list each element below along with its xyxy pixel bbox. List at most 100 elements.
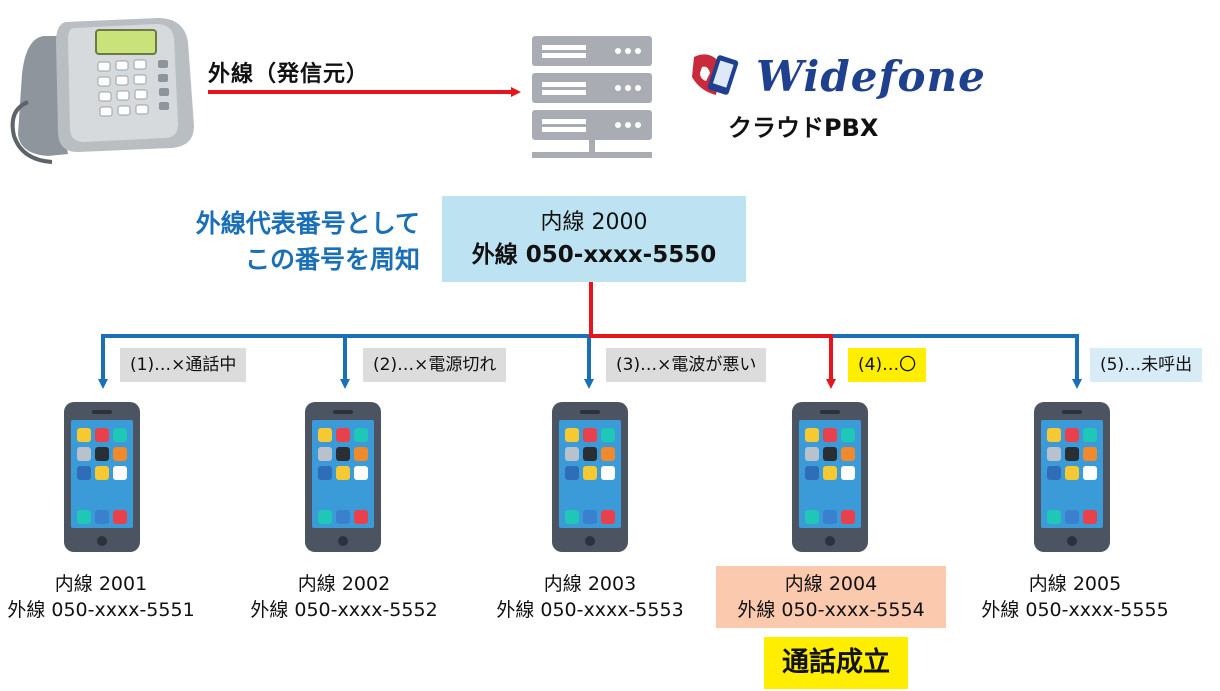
phone-extension: 内線 2002 bbox=[297, 573, 391, 595]
app-icon bbox=[77, 447, 91, 461]
call-established-badge: 通話成立 bbox=[764, 637, 908, 689]
success-path bbox=[589, 282, 836, 389]
brand-name: Widefone bbox=[756, 51, 986, 101]
app-icon bbox=[95, 466, 109, 480]
app-icon bbox=[336, 510, 350, 524]
app-icon bbox=[841, 447, 855, 461]
app-icon bbox=[1083, 510, 1097, 524]
phone-extension: 内線 2003 bbox=[543, 573, 637, 595]
main-number-box: 内線 2000 外線 050-xxxx-5550 bbox=[442, 196, 746, 282]
main-external: 外線 050-xxxx-5550 bbox=[471, 242, 717, 268]
app-icon bbox=[805, 428, 819, 442]
phone-extension: 内線 2001 bbox=[54, 573, 148, 595]
app-icon bbox=[113, 466, 127, 480]
app-icon bbox=[77, 428, 91, 442]
app-icon bbox=[318, 510, 332, 524]
app-icon bbox=[95, 447, 109, 461]
phone-external: 外線 050-xxxx-5553 bbox=[496, 599, 684, 621]
app-icon bbox=[354, 447, 368, 461]
app-icon bbox=[805, 447, 819, 461]
smartphone-icon bbox=[305, 402, 381, 552]
status-tag-2: (2)…×電源切れ bbox=[363, 348, 507, 382]
app-icon bbox=[336, 466, 350, 480]
app-icon bbox=[318, 447, 332, 461]
app-icon bbox=[1047, 447, 1061, 461]
status-tag-4: (4)…〇 bbox=[848, 348, 927, 382]
app-icon bbox=[95, 428, 109, 442]
app-icon bbox=[841, 510, 855, 524]
app-icon bbox=[1083, 428, 1097, 442]
app-icon bbox=[1083, 466, 1097, 480]
server-icon bbox=[532, 36, 652, 158]
app-icon bbox=[583, 428, 597, 442]
app-icon bbox=[1047, 466, 1061, 480]
status-tag-3: (3)…×電波が悪い bbox=[606, 348, 767, 382]
phone-label-3: 内線 2003 外線 050-xxxx-5553 bbox=[475, 566, 705, 628]
app-icon bbox=[1065, 447, 1079, 461]
app-icon bbox=[841, 466, 855, 480]
app-icon bbox=[565, 428, 579, 442]
app-icon bbox=[583, 466, 597, 480]
app-icon bbox=[823, 428, 837, 442]
app-icon bbox=[318, 466, 332, 480]
phone-external: 外線 050-xxxx-5555 bbox=[981, 599, 1169, 621]
smartphone-icon bbox=[792, 402, 868, 552]
main-extension: 内線 2000 bbox=[540, 210, 648, 235]
app-icon bbox=[318, 428, 332, 442]
app-icon bbox=[565, 466, 579, 480]
app-icon bbox=[77, 510, 91, 524]
app-icon bbox=[583, 447, 597, 461]
phone-external: 外線 050-xxxx-5552 bbox=[250, 599, 438, 621]
desk-phone-icon bbox=[10, 18, 194, 164]
app-icon bbox=[1065, 510, 1079, 524]
smartphone-icon bbox=[552, 402, 628, 552]
app-icon bbox=[601, 510, 615, 524]
app-icon bbox=[823, 466, 837, 480]
app-icon bbox=[823, 510, 837, 524]
app-icon bbox=[1065, 466, 1079, 480]
app-icon bbox=[1047, 428, 1061, 442]
app-icon bbox=[113, 447, 127, 461]
app-icon bbox=[354, 466, 368, 480]
app-icon bbox=[601, 466, 615, 480]
app-icon bbox=[565, 510, 579, 524]
phone-label-4: 内線 2004 外線 050-xxxx-5554 bbox=[716, 566, 946, 628]
phone-extension: 内線 2005 bbox=[1028, 573, 1122, 595]
inbound-label: 外線（発信元） bbox=[208, 62, 370, 87]
smartphone-icon bbox=[1034, 402, 1110, 552]
phone-external: 外線 050-xxxx-5554 bbox=[737, 599, 925, 621]
status-tag-5: (5)…未呼出 bbox=[1090, 348, 1203, 382]
app-icon bbox=[565, 447, 579, 461]
brand-logo: Widefone bbox=[690, 48, 986, 104]
app-icon bbox=[1047, 510, 1061, 524]
app-icon bbox=[601, 447, 615, 461]
notice-line-2: この番号を周知 bbox=[244, 245, 420, 274]
app-icon bbox=[336, 447, 350, 461]
app-icon bbox=[354, 428, 368, 442]
app-icon bbox=[113, 428, 127, 442]
app-icon bbox=[336, 428, 350, 442]
status-tag-1: (1)…×通話中 bbox=[120, 348, 247, 382]
pbx-subtitle: クラウドPBX bbox=[728, 114, 879, 142]
app-icon bbox=[583, 510, 597, 524]
phone-label-5: 内線 2005 外線 050-xxxx-5555 bbox=[960, 566, 1190, 628]
phone-extension: 内線 2004 bbox=[784, 573, 878, 595]
app-icon bbox=[354, 510, 368, 524]
app-icon bbox=[601, 428, 615, 442]
app-icon bbox=[1083, 447, 1097, 461]
app-icon bbox=[95, 510, 109, 524]
notice-line-1: 外線代表番号として bbox=[195, 209, 420, 238]
phone-label-1: 内線 2001 外線 050-xxxx-5551 bbox=[0, 566, 216, 628]
app-icon bbox=[805, 466, 819, 480]
phone-label-2: 内線 2002 外線 050-xxxx-5552 bbox=[229, 566, 459, 628]
app-icon bbox=[113, 510, 127, 524]
app-icon bbox=[77, 466, 91, 480]
app-icon bbox=[841, 428, 855, 442]
app-icon bbox=[823, 447, 837, 461]
app-icon bbox=[1065, 428, 1079, 442]
smartphone-icon bbox=[64, 402, 140, 552]
phone-external: 外線 050-xxxx-5551 bbox=[7, 599, 195, 621]
app-icon bbox=[805, 510, 819, 524]
notice-text: 外線代表番号として この番号を周知 bbox=[196, 206, 420, 278]
